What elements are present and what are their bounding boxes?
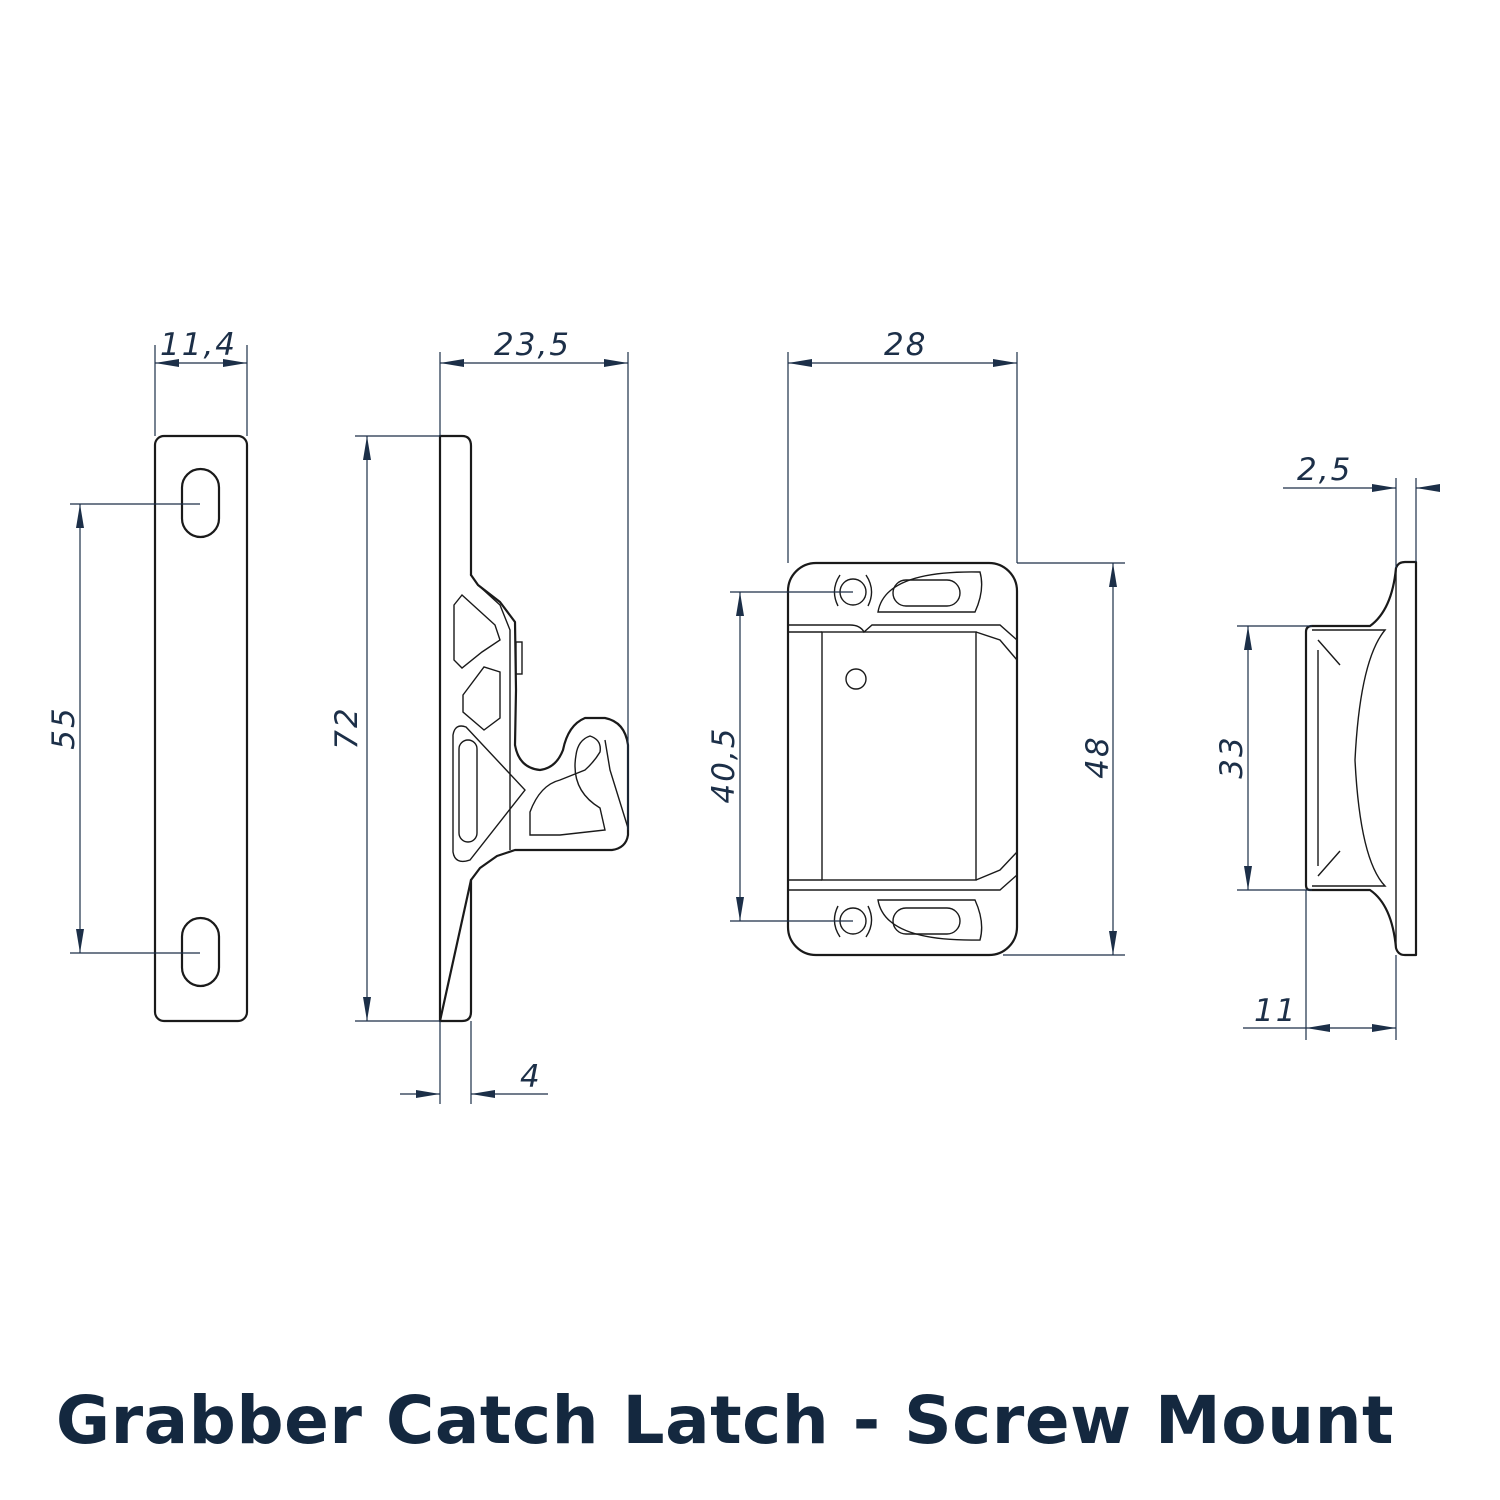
bracket-recess — [821, 631, 977, 881]
bracket-slot-bottom — [892, 907, 961, 935]
plate-hole-spacing-label: 55 — [46, 706, 82, 749]
strike-plate-view: 11,4 55 — [46, 327, 249, 1023]
strike-plate-body — [153, 434, 249, 1023]
latch-base-strip — [438, 434, 473, 1023]
latch-tri-1 — [453, 593, 501, 669]
latch-side-view: 23,5 72 4 — [329, 327, 630, 1104]
latch-base-thickness-label: 4 — [520, 1059, 542, 1095]
plate-width-label: 11,4 — [160, 327, 237, 363]
bracket-height-label: 48 — [1080, 735, 1116, 778]
page-title: Grabber Catch Latch - Screw Mount — [55, 1382, 1395, 1459]
latch-slot-inner — [458, 739, 478, 843]
bracket-slot-top — [892, 579, 961, 607]
bracket-side-outline — [1304, 560, 1418, 957]
latch-slot-outer — [452, 725, 526, 863]
side-height-label: 33 — [1214, 735, 1250, 778]
latch-tab — [515, 641, 523, 675]
bracket-front-view: 28 40,5 48 — [706, 327, 1125, 957]
strike-plate-bottom-slot — [180, 916, 221, 988]
strike-plate-top-slot — [180, 467, 221, 539]
bracket-side-view: 2,5 33 11 — [1214, 452, 1440, 1040]
bracket-width-label: 28 — [884, 327, 927, 363]
latch-tri-2 — [462, 666, 501, 731]
bracket-outline — [786, 561, 1019, 957]
latch-length-label: 72 — [329, 706, 365, 749]
bracket-hole-spacing-label: 40,5 — [706, 726, 742, 803]
side-thickness-label: 2,5 — [1297, 452, 1352, 488]
latch-claw — [469, 573, 630, 882]
side-depth-label: 11 — [1254, 993, 1297, 1029]
bracket-hole-mid — [845, 668, 867, 690]
latch-depth-label: 23,5 — [494, 327, 571, 363]
